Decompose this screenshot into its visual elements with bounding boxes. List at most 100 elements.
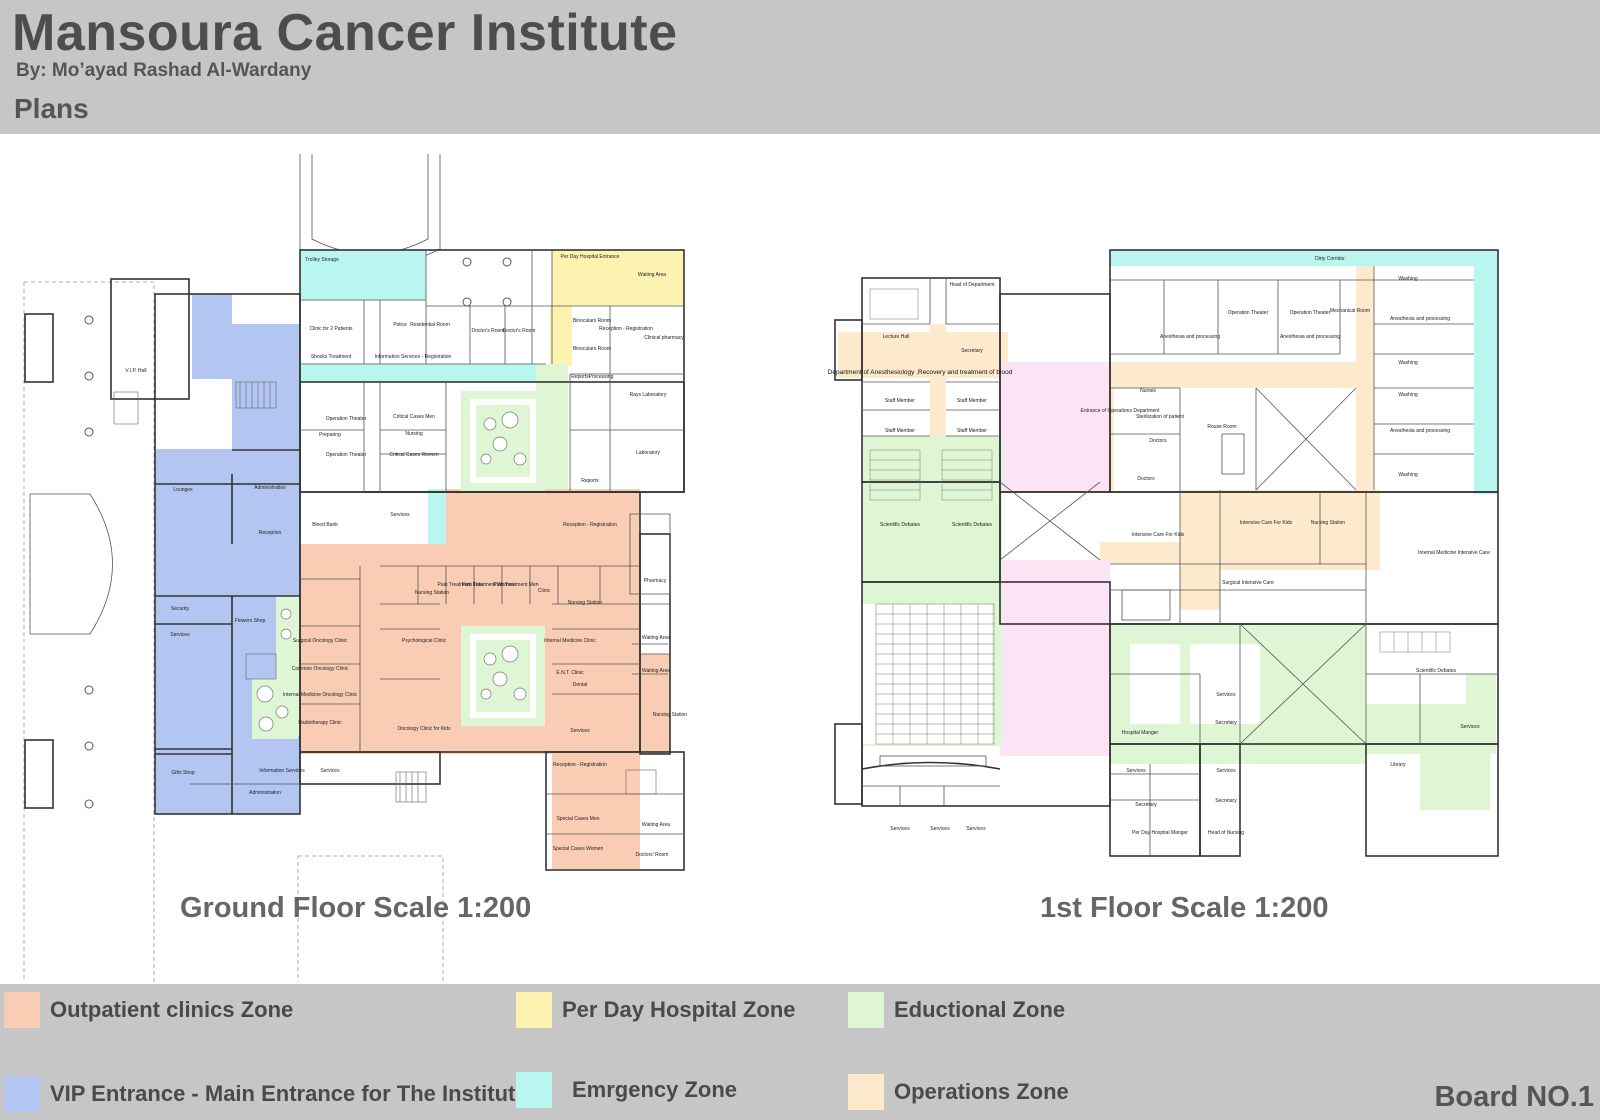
room-label: Secretary <box>1215 798 1237 804</box>
room-label: Reception - Registration <box>599 326 653 332</box>
room-label: Internal Medicine Oncology Clinic <box>283 692 358 698</box>
room-label: Flowers Shop <box>235 618 266 624</box>
room-label: Dirty Corridor <box>1315 256 1345 262</box>
room-label: Special Cases Women <box>553 846 604 852</box>
room-label: Trolley Storage <box>305 257 339 263</box>
room-label: Mechanical Room <box>1330 308 1370 314</box>
room-label: Waiting Area <box>642 635 670 641</box>
room-label: Anesthesia and processing <box>1390 428 1450 434</box>
first-zone-fills <box>838 250 1498 810</box>
room-label: Gifts Shop <box>171 770 195 776</box>
room-label: Scientific Debates <box>952 522 993 528</box>
room-label: Doctors <box>1149 438 1167 444</box>
room-label: Per Day Hospital Manger <box>1132 830 1188 836</box>
room-label: Clinic <box>538 588 551 594</box>
room-label: Information Services <box>259 768 305 774</box>
room-label: Services <box>1216 768 1236 774</box>
legend-swatch <box>4 992 40 1028</box>
room-label: Critical Cases Women <box>389 452 439 458</box>
room-label: Services <box>1460 724 1480 730</box>
room-label: Head of Nursing <box>1208 830 1244 836</box>
room-label: Sterilization of patient <box>1136 414 1184 420</box>
room-label: Hospital Manger <box>1122 730 1159 736</box>
plans-area: .w{fill:none;stroke:#333;stroke-width:1.… <box>0 134 1600 997</box>
legend-label: VIP Entrance - Main Entrance for The Ins… <box>50 1081 528 1106</box>
legend-swatch <box>516 992 552 1028</box>
ground-floor-plan: V.I.P. Hall Lounges Administration Recep… <box>23 154 687 997</box>
room-label: Library <box>1390 762 1406 768</box>
room-label: Processing <box>589 374 614 380</box>
room-label: Reception <box>259 530 282 536</box>
room-label: Scientific Debates <box>1416 668 1457 674</box>
room-label: Secretary <box>961 348 983 354</box>
room-label: Administration <box>254 485 286 491</box>
legend-swatch <box>848 1074 884 1110</box>
room-label: Department of Anesthesiology ,Recovery a… <box>828 369 1013 376</box>
room-label: Information Services - Registration <box>375 354 452 360</box>
room-label: Common Oncology Clinic <box>292 666 349 672</box>
room-label: Clinic for 2 Patients <box>309 326 353 332</box>
legend-label: Operations Zone <box>894 1079 1069 1104</box>
room-label: Nursing Station <box>568 600 602 606</box>
room-label: Binoculars Room <box>573 318 611 324</box>
room-label: Security <box>171 606 190 612</box>
room-label: Washing <box>1398 360 1417 366</box>
room-label: Operation Theater <box>326 452 367 458</box>
room-label: Oncology Clinic for Kids <box>397 726 451 732</box>
room-label: Anesthesia and processing <box>1160 334 1220 340</box>
room-label: Internal Medicine Clinic <box>544 638 596 644</box>
ground-floor-caption: Ground Floor Scale 1:200 <box>180 892 532 924</box>
room-label: Entrance of Operations Department <box>1081 408 1161 414</box>
legend-swatch <box>516 1072 552 1108</box>
room-label: Operation Theater <box>1290 310 1331 316</box>
section-title: Plans <box>14 93 89 124</box>
room-label: Dental <box>573 682 587 688</box>
room-label: Pain Treatment Kids <box>437 582 483 588</box>
room-label: Nursing <box>405 431 422 437</box>
room-label: Clinical pharmacy <box>644 335 684 341</box>
room-label: Services <box>890 826 910 832</box>
first-floor-caption: 1st Floor Scale 1:200 <box>1040 892 1329 924</box>
room-label: Administration <box>249 790 281 796</box>
room-label: Services <box>966 826 986 832</box>
room-label: Preparing <box>319 432 341 438</box>
room-label: Binoculars Room <box>573 346 611 352</box>
legend-label: Eductional Zone <box>894 997 1066 1022</box>
ground-zone-fills <box>155 250 684 869</box>
room-label: Surgical Oncology Clinic <box>293 638 348 644</box>
room-label: Shocks Treatment <box>311 354 352 360</box>
room-label: Reception - Registration <box>563 522 617 528</box>
room-label: Secretary <box>1135 802 1157 808</box>
room-label: Nursing Station <box>1311 520 1345 526</box>
room-label: Washing <box>1398 276 1417 282</box>
room-label: V.I.P. Hall <box>125 368 146 374</box>
room-label: Critical Cases Men <box>393 414 435 420</box>
room-label: Staff Member <box>885 428 915 434</box>
legend-label: Per Day Hospital Zone <box>562 997 796 1022</box>
room-label: Doctors' Room <box>636 852 669 858</box>
room-label: Staff Member <box>957 398 987 404</box>
room-label: Operation Theater <box>326 416 367 422</box>
room-label: Services <box>170 632 190 638</box>
board-title: Mansoura Cancer Institute <box>12 4 678 62</box>
legend-item-per-day: Per Day Hospital Zone <box>516 992 796 1028</box>
room-label: Waiting Area <box>642 668 670 674</box>
room-label: Staff Member <box>957 428 987 434</box>
columns <box>84 257 512 809</box>
room-label: Blood Bank <box>312 522 338 528</box>
room-label: Washing <box>1398 392 1417 398</box>
room-label: Nursing Station <box>415 590 449 596</box>
ground-room-labels: V.I.P. Hall Lounges Administration Recep… <box>125 254 687 858</box>
board-number: Board NO.1 <box>1434 1081 1594 1113</box>
room-label: Doctor's Room <box>472 328 505 334</box>
legend-swatch <box>4 1076 40 1112</box>
first-floor-plan: Dirty Corridor Head of Department Lectur… <box>828 249 1499 857</box>
room-label: Scientific Debates <box>880 522 921 528</box>
room-label: Washing <box>1398 472 1417 478</box>
room-label: Reception - Registration <box>553 762 607 768</box>
seating <box>869 288 1451 745</box>
floor-plans-drawing: .w{fill:none;stroke:#333;stroke-width:1.… <box>23 154 1499 997</box>
room-label: Nursing Station <box>653 712 687 718</box>
room-label: Services <box>570 728 590 734</box>
zone-legend: Outpatient clinics Zone Per Day Hospital… <box>0 984 1600 1120</box>
